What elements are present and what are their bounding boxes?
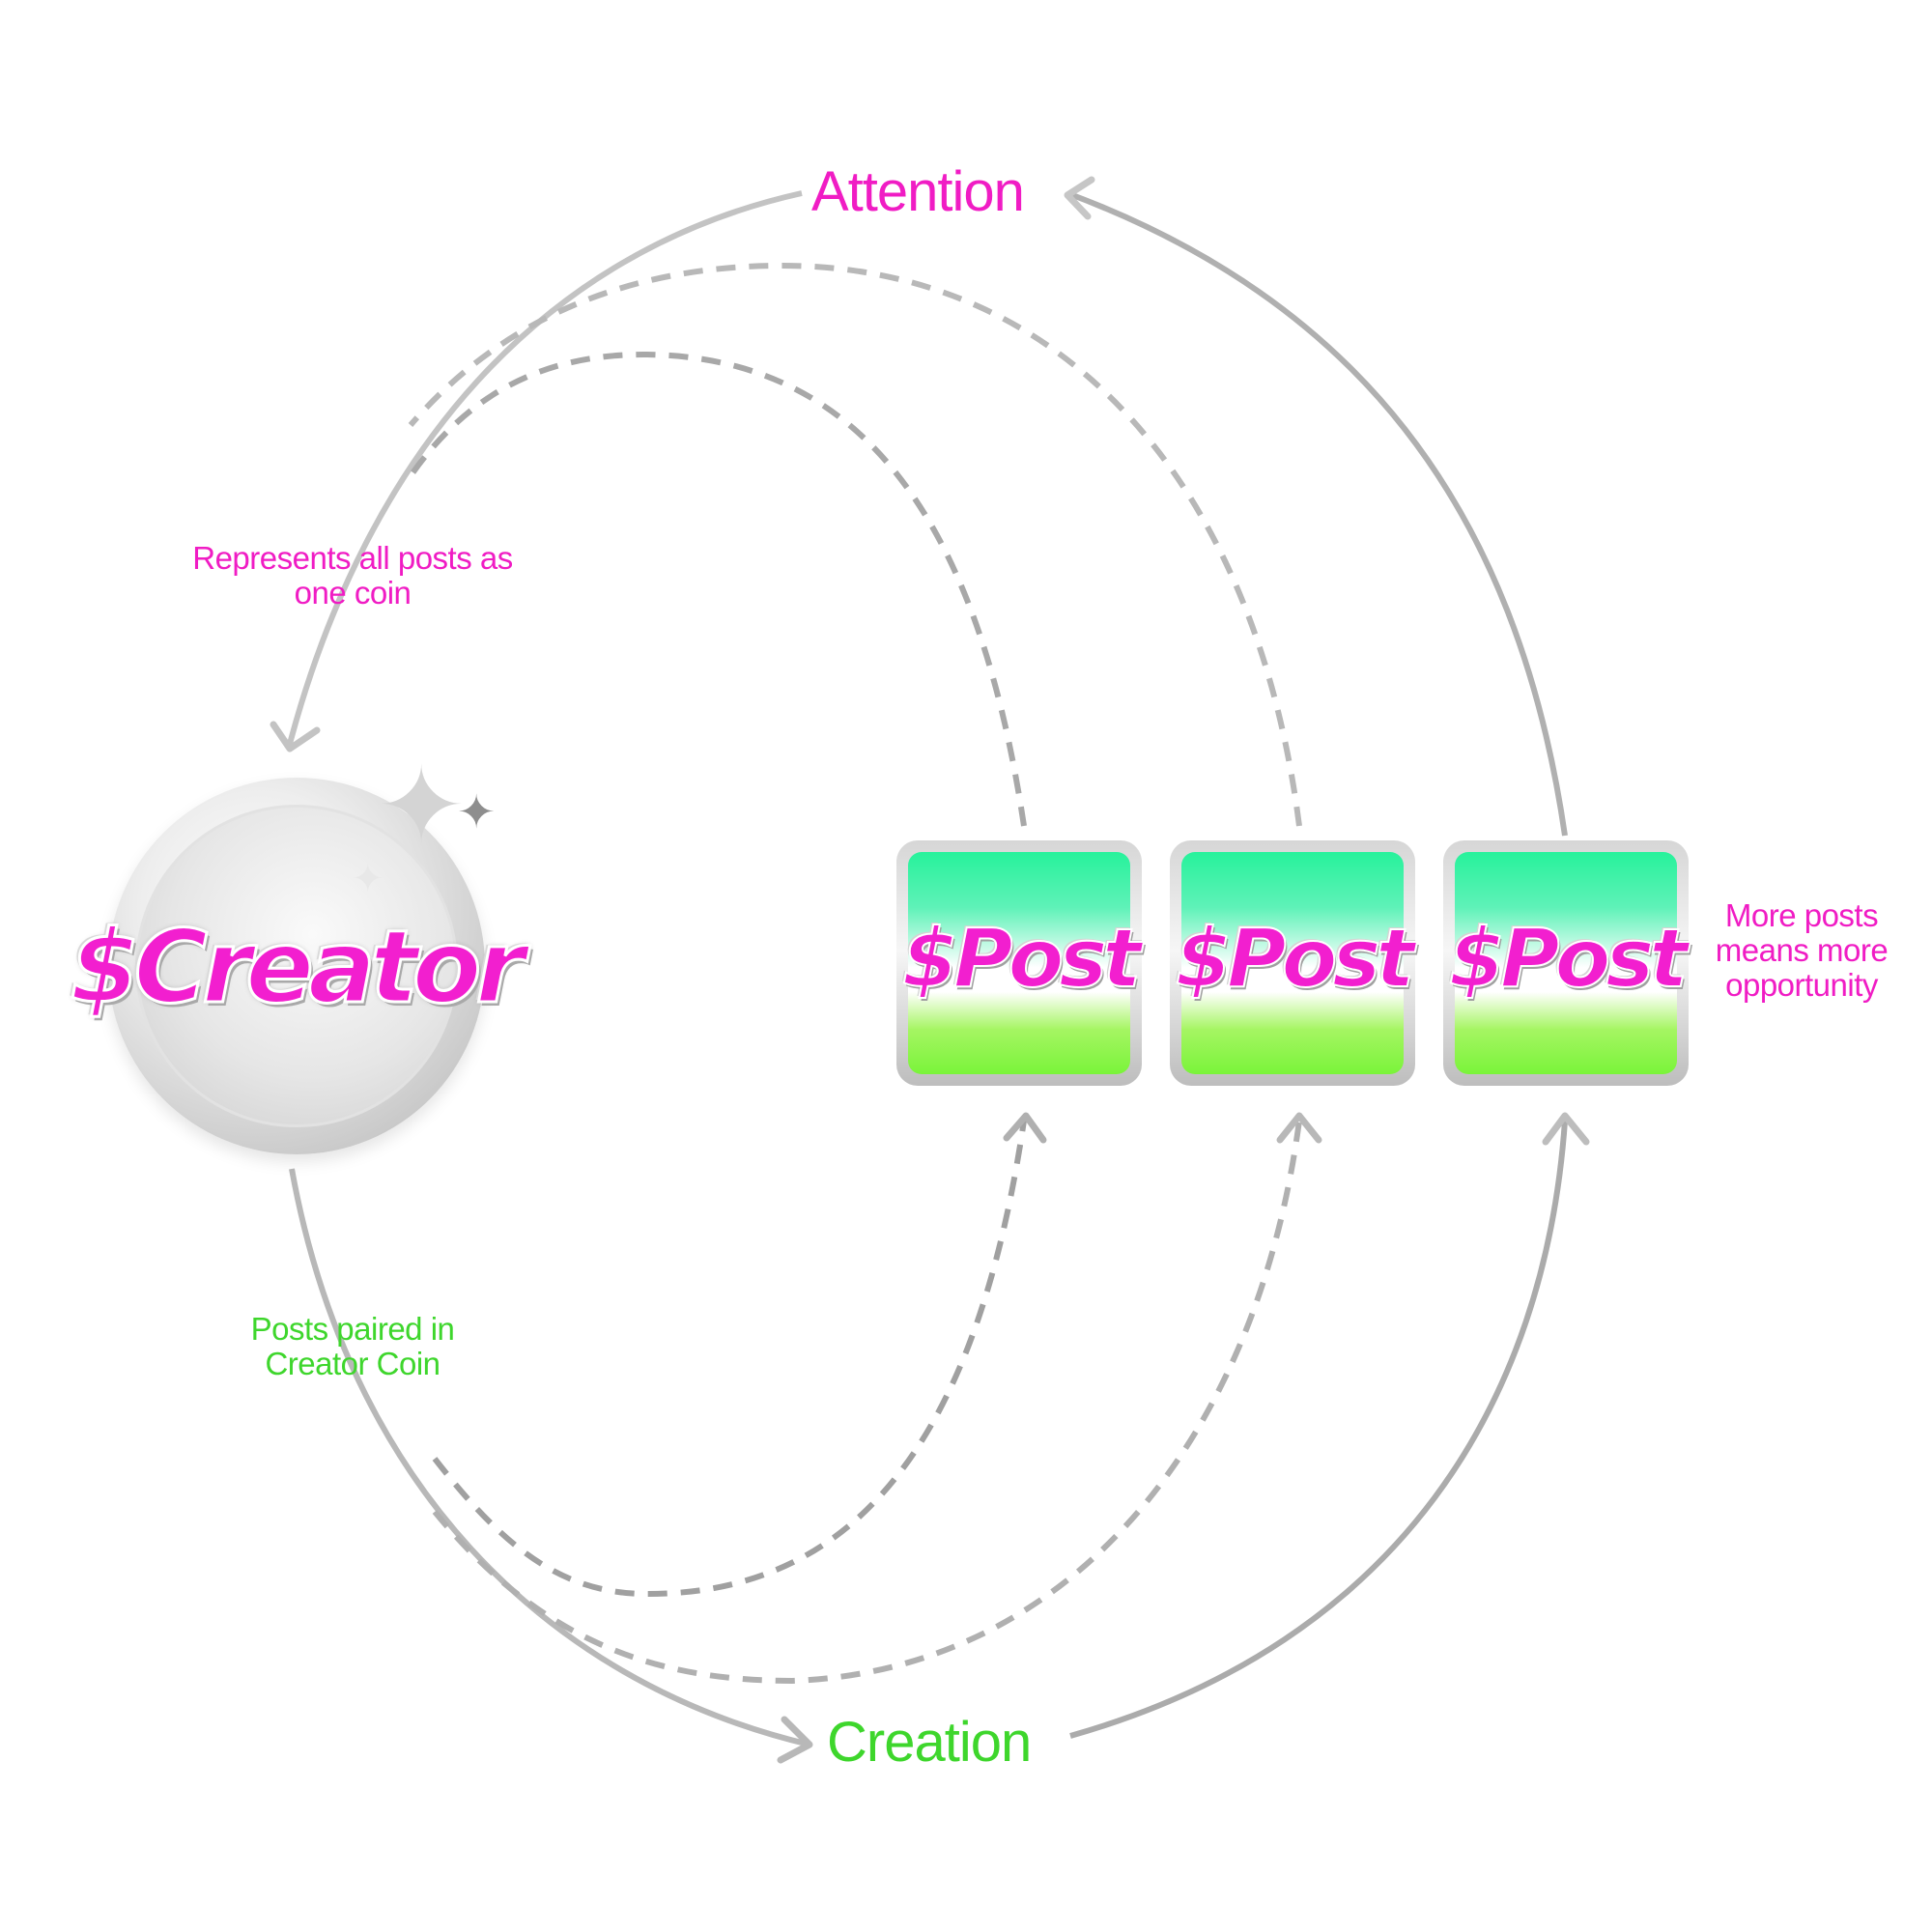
arc-attention-to-creator — [287, 190, 803, 745]
represents-note: Represents all posts as one coin — [192, 540, 513, 611]
creator-coin-label: $Creator — [69, 907, 526, 1028]
attention-label: Attention — [811, 160, 1025, 223]
dashed-arc-to-post-1 — [432, 1120, 1027, 1598]
arrowhead-to-post-3 — [1542, 1112, 1590, 1146]
creator-coin — [108, 778, 485, 1154]
arrowhead-to-attention — [1064, 176, 1095, 220]
arc-creation-to-post — [1069, 1120, 1568, 1739]
dashed-arrowhead-post-1 — [1003, 1112, 1047, 1144]
arrowhead-to-creation — [777, 1716, 813, 1764]
sparkle-icon: ✦ — [352, 858, 384, 900]
coin-icon — [135, 805, 458, 1127]
post-label: $Post — [1448, 910, 1690, 1007]
sparkle-icon: ✦ — [457, 787, 497, 838]
post-label: $Post — [901, 910, 1143, 1007]
dashed-arc-post-1-top — [403, 351, 1027, 827]
arrowhead-to-creator — [270, 721, 321, 753]
posts-paired-note: Posts paired in Creator Coin — [250, 1311, 455, 1381]
dashed-arc-to-post-2 — [432, 1120, 1302, 1685]
dashed-arc-post-2-top — [408, 262, 1302, 827]
more-posts-note: More posts means more opportunity — [1715, 897, 1889, 1003]
sparkle-icon: ✦ — [377, 747, 467, 866]
creation-label: Creation — [827, 1711, 1032, 1774]
post-tile-1: $Post — [896, 840, 1142, 1086]
post-tile-3: $Post — [1443, 840, 1689, 1086]
post-label: $Post — [1175, 910, 1416, 1007]
arc-creator-to-creation — [289, 1168, 810, 1747]
dashed-arrowhead-post-2 — [1276, 1112, 1322, 1144]
post-tile-2: $Post — [1170, 840, 1415, 1086]
arc-post-to-attention — [1065, 190, 1568, 837]
